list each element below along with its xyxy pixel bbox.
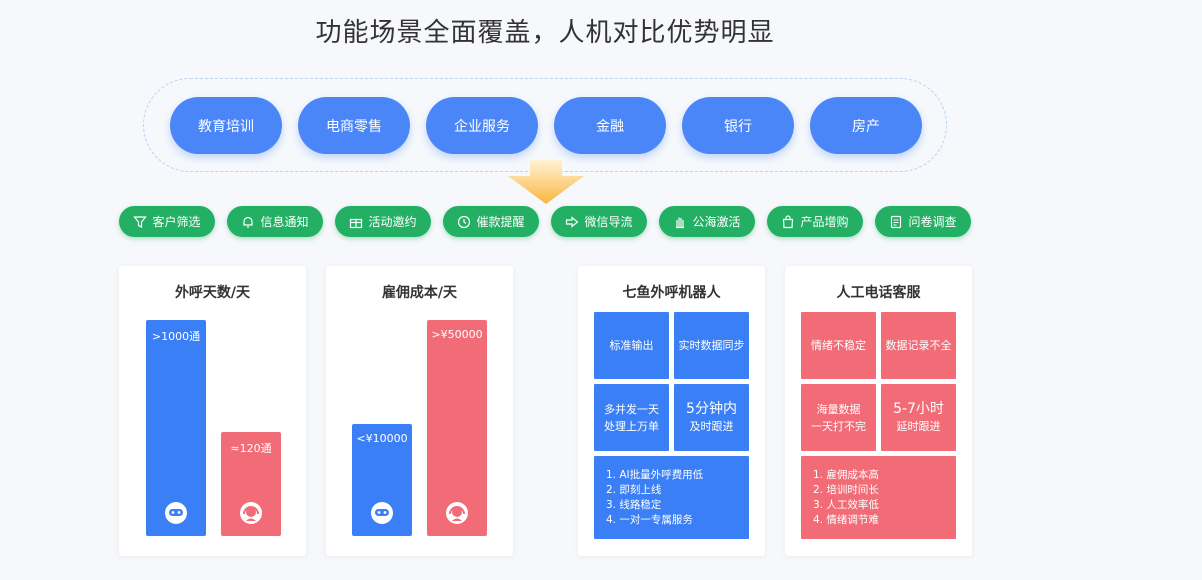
robot-features-card: 七鱼外呼机器人 标准输出 实时数据同步 多并发一天处理上万单 5分钟内及时跟进 …: [578, 266, 765, 556]
function-list: 客户筛选 信息通知 活动邀约 催款提醒 微信导流 公海激活 产品增购 问卷调查: [119, 206, 971, 237]
function-pill[interactable]: 微信导流: [551, 206, 647, 237]
hand-icon: [676, 217, 685, 228]
bag-icon: [783, 214, 794, 228]
down-arrow-icon: [508, 160, 584, 204]
scene-pill-enterprise[interactable]: 企业服务: [426, 97, 538, 154]
list-item: 3. 线路稳定: [606, 499, 662, 511]
bar-label: >1000通: [151, 330, 201, 343]
list-item: 4. 情绪调节难: [813, 514, 879, 526]
card-title: 七鱼外呼机器人: [622, 285, 721, 301]
filter-icon: [133, 215, 148, 228]
headset-agent-icon: [446, 502, 468, 524]
document-icon: [891, 215, 902, 228]
feature-tile: 情绪不稳定: [801, 312, 876, 379]
feature-tile: 多并发一天处理上万单: [594, 384, 669, 451]
human-calls-bar: ≈120通: [221, 432, 281, 536]
function-pill[interactable]: 问卷调查: [875, 206, 971, 237]
card-title: 人工电话客服: [836, 285, 921, 301]
scene-pill-bank[interactable]: 银行: [682, 97, 794, 154]
feature-tile: 实时数据同步: [674, 312, 749, 379]
page-title: 功能场景全面覆盖，人机对比优势明显: [315, 18, 775, 48]
list-item: 2. 培训时间长: [813, 484, 879, 496]
bar-label: <¥10000: [356, 432, 408, 446]
function-label: 信息通知: [260, 215, 309, 229]
function-label: 催款提醒: [476, 215, 525, 229]
function-label: 活动邀约: [368, 215, 417, 229]
robot-cost-bar: <¥10000: [352, 424, 412, 536]
calls-compare-card: 外呼天数/天 >1000通 ≈120通: [119, 266, 306, 556]
cost-compare-card: 雇佣成本/天 <¥10000 >¥50000: [326, 266, 513, 556]
robot-icon: [371, 501, 393, 524]
arrow-right-icon: [566, 215, 579, 228]
function-pill[interactable]: 客户筛选: [119, 206, 215, 237]
function-label: 客户筛选: [152, 215, 201, 229]
scene-pill-realestate[interactable]: 房产: [810, 97, 922, 154]
feature-tile: 标准输出: [594, 312, 669, 379]
function-pill[interactable]: 公海激活: [659, 206, 755, 237]
feature-tile: 5分钟内及时跟进: [674, 384, 749, 451]
function-pill[interactable]: 活动邀约: [335, 206, 431, 237]
bar-label: >¥50000: [431, 328, 483, 341]
clock-icon: [458, 215, 471, 228]
robot-calls-bar: >1000通: [146, 320, 206, 536]
list-item: 2. 即刻上线: [606, 484, 662, 496]
card-title: 外呼天数/天: [174, 285, 251, 301]
list-item: 3. 人工效率低: [813, 499, 879, 511]
headset-agent-icon: [240, 501, 262, 524]
human-cost-bar: >¥50000: [427, 320, 487, 536]
function-pill[interactable]: 催款提醒: [443, 206, 539, 237]
robot-icon: [165, 502, 187, 524]
bar-label: ≈120通: [230, 442, 272, 456]
function-label: 公海激活: [692, 215, 741, 229]
gift-icon: [350, 218, 363, 228]
list-item: 1. AI批量外呼费用低: [606, 469, 704, 481]
scene-pill-ecommerce[interactable]: 电商零售: [298, 97, 410, 154]
feature-tile: 5-7小时延时跟进: [881, 384, 956, 451]
function-label: 问卷调查: [908, 215, 957, 229]
function-pill[interactable]: 产品增购: [767, 206, 863, 237]
bell-icon: [243, 216, 254, 228]
function-pill[interactable]: 信息通知: [227, 206, 323, 237]
scene-list: 教育培训 电商零售 企业服务 金融 银行 房产: [170, 97, 922, 154]
feature-list: 1. AI批量外呼费用低 2. 即刻上线 3. 线路稳定 4. 一对一专属服务: [594, 456, 749, 539]
feature-list: 1. 雇佣成本高 2. 培训时间长 3. 人工效率低 4. 情绪调节难: [801, 456, 956, 539]
list-item: 1. 雇佣成本高: [813, 469, 879, 481]
scene-pill-finance[interactable]: 金融: [554, 97, 666, 154]
function-label: 微信导流: [584, 215, 633, 229]
list-item: 4. 一对一专属服务: [606, 514, 693, 526]
human-features-card: 人工电话客服 情绪不稳定 数据记录不全 海量数据一天打不完 5-7小时延时跟进 …: [785, 266, 972, 556]
function-label: 产品增购: [800, 215, 849, 229]
card-title: 雇佣成本/天: [381, 285, 458, 301]
scene-pill-education[interactable]: 教育培训: [170, 97, 282, 154]
feature-tile: 数据记录不全: [881, 312, 956, 379]
feature-tile: 海量数据一天打不完: [801, 384, 876, 451]
